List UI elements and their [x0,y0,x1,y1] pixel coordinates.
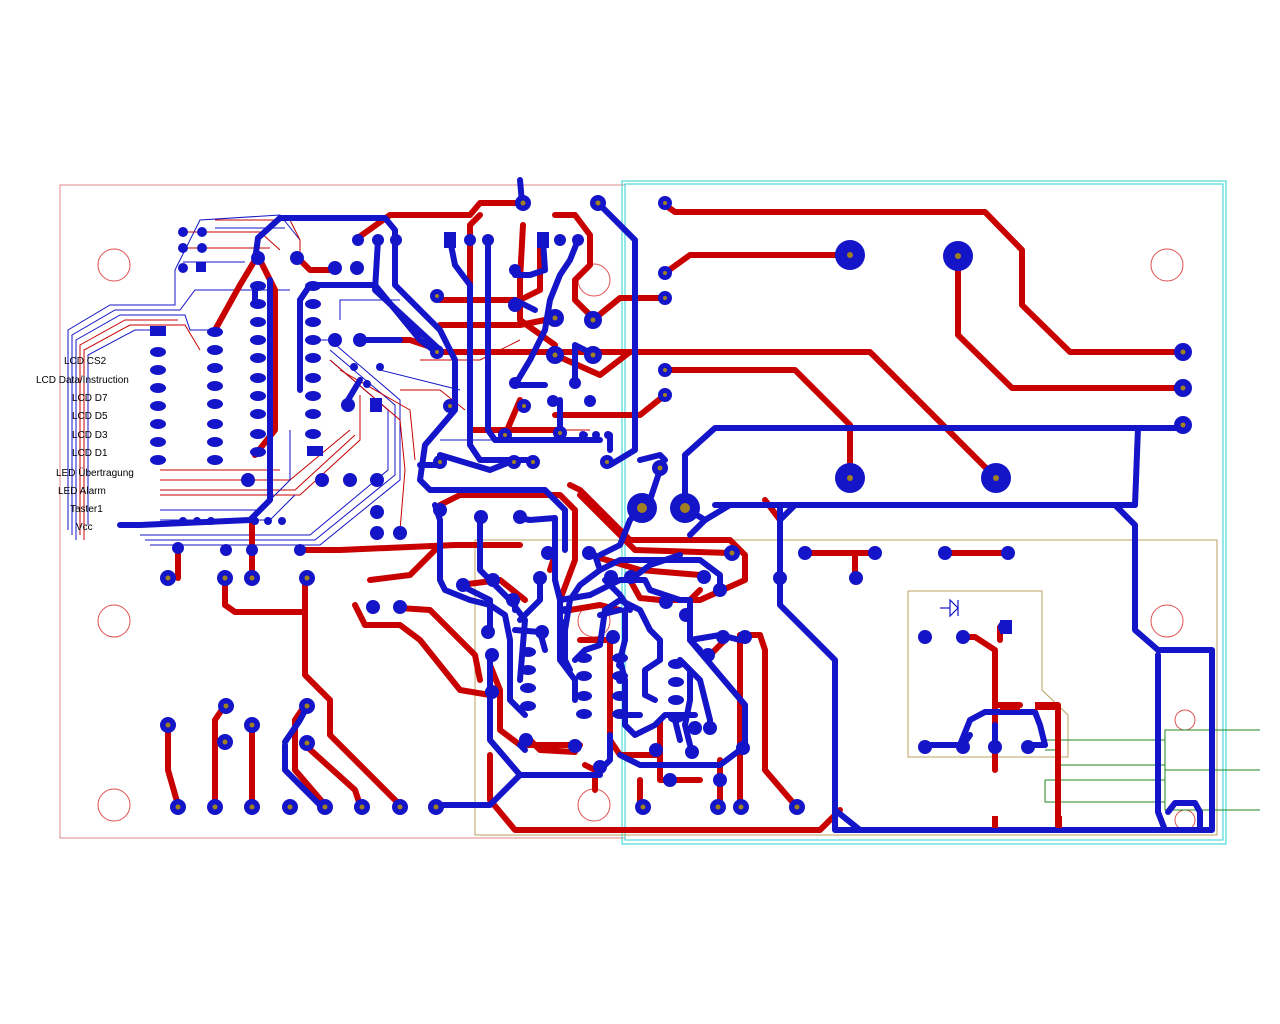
label-lcd-cs2: LCD CS2 [64,356,107,367]
component-pads [150,195,1192,828]
label-lcd-d5: LCD D5 [72,411,108,422]
power-module-outline [621,180,1227,845]
connector-labels: LCD CS2 LCD Data/Instruction LCD D7 LCD … [36,356,134,533]
diode-icon [940,598,959,618]
label-vcc: Vcc [76,522,93,533]
label-taster1: Taster1 [70,504,103,515]
label-lcd-d1: LCD D1 [72,448,108,459]
label-lcd-d7: LCD D7 [72,393,108,404]
label-led-alarm: LED Alarm [58,486,106,497]
label-lcd-data-instruction: LCD Data/Instruction [36,375,129,386]
component-outline [474,539,1218,836]
label-led-uebertragung: LED Übertragung [56,467,134,479]
label-lcd-d3: LCD D3 [72,430,108,441]
